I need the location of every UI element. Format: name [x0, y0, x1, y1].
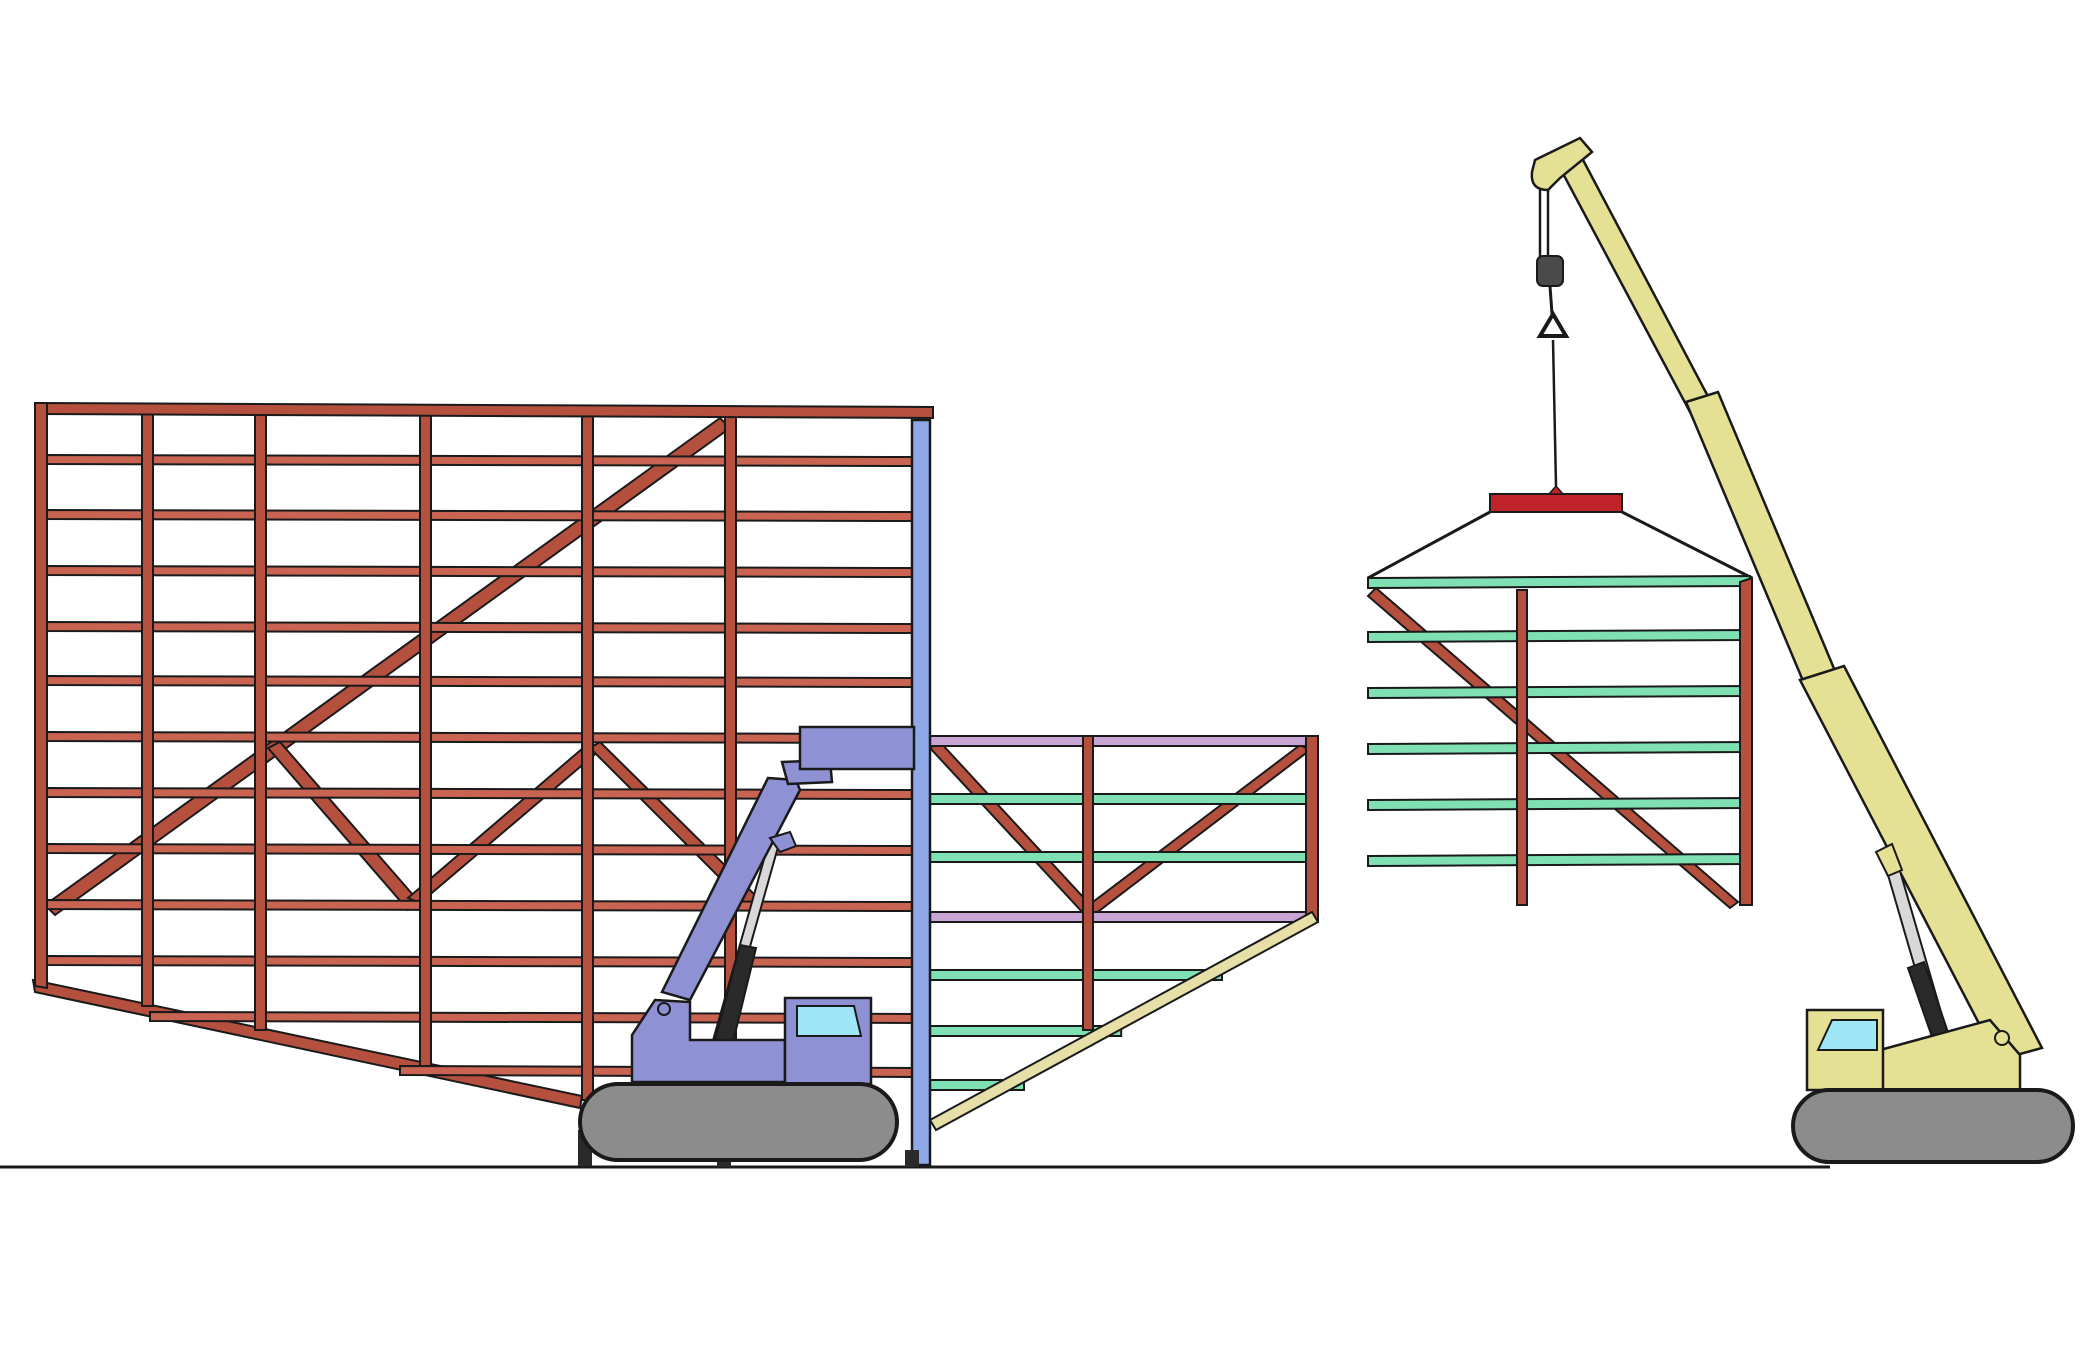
module-center-post	[1516, 589, 1528, 906]
hoist-rope	[1551, 339, 1558, 487]
blue-cab-window	[796, 1005, 863, 1037]
yellow-crawler-crane	[1530, 136, 2075, 1164]
large-frame-rail	[44, 508, 916, 523]
blue-crawler-manipulator	[578, 725, 916, 1162]
module-rails	[1367, 574, 1751, 868]
module-rail	[1367, 628, 1751, 644]
large-frame-bottom-chord	[31, 978, 584, 1110]
sling-right	[1621, 510, 1753, 580]
module-rail	[1367, 740, 1751, 756]
large-frame-rail	[44, 674, 916, 689]
module-rail	[1367, 852, 1751, 868]
large-frame-left-post	[34, 402, 48, 990]
large-frame-rail	[44, 620, 916, 635]
small-frame-diagonal-chord	[928, 910, 1320, 1132]
hook-eye	[1536, 310, 1570, 338]
crane-boom-head	[1530, 136, 1594, 192]
suspended-frame-module	[1366, 484, 1753, 910]
hook-block	[1536, 255, 1564, 287]
spreader-beam	[1489, 493, 1623, 513]
large-frame-wall	[31, 401, 934, 1110]
large-frame-rail	[44, 453, 916, 468]
blue-column	[578, 418, 932, 1167]
crane-cab-window	[1816, 1019, 1878, 1051]
large-frame-rail	[44, 564, 916, 579]
large-frame-rail	[44, 954, 916, 969]
large-frame-post	[141, 413, 154, 1007]
small-frame-rails	[929, 735, 1313, 1091]
module-rail	[1367, 574, 1751, 590]
crane-boom-tip	[1558, 156, 1714, 414]
sling-left	[1367, 510, 1491, 580]
crane-boom-base	[1798, 664, 2044, 1062]
module-rail	[1367, 796, 1751, 812]
small-frame-panel	[928, 735, 1320, 1132]
small-frame-end-post	[1305, 735, 1319, 923]
crane-boom-mid	[1684, 390, 1840, 690]
small-frame-rail	[929, 969, 1223, 981]
large-frame-post	[254, 413, 267, 1031]
small-frame-post	[1082, 735, 1094, 1031]
large-frame-rail	[44, 898, 916, 913]
module-rail	[1367, 684, 1751, 700]
blue-crawler-track	[578, 1082, 899, 1162]
large-frame-post	[419, 413, 432, 1067]
blue-gripper	[798, 725, 916, 771]
small-frame-rail	[929, 735, 1313, 747]
module-end-post	[1739, 576, 1753, 906]
large-frame-top-chord	[34, 401, 934, 420]
small-frame-rail	[929, 851, 1313, 863]
large-frame-rail	[44, 730, 916, 745]
yellow-crawler-track	[1791, 1088, 2075, 1164]
small-frame-rail	[929, 793, 1313, 805]
small-frame-braces	[928, 740, 1312, 917]
blue-body	[630, 998, 787, 1084]
large-frame-post	[581, 413, 594, 1101]
small-frame-rail	[929, 911, 1313, 923]
crane-body	[1878, 1018, 2022, 1092]
